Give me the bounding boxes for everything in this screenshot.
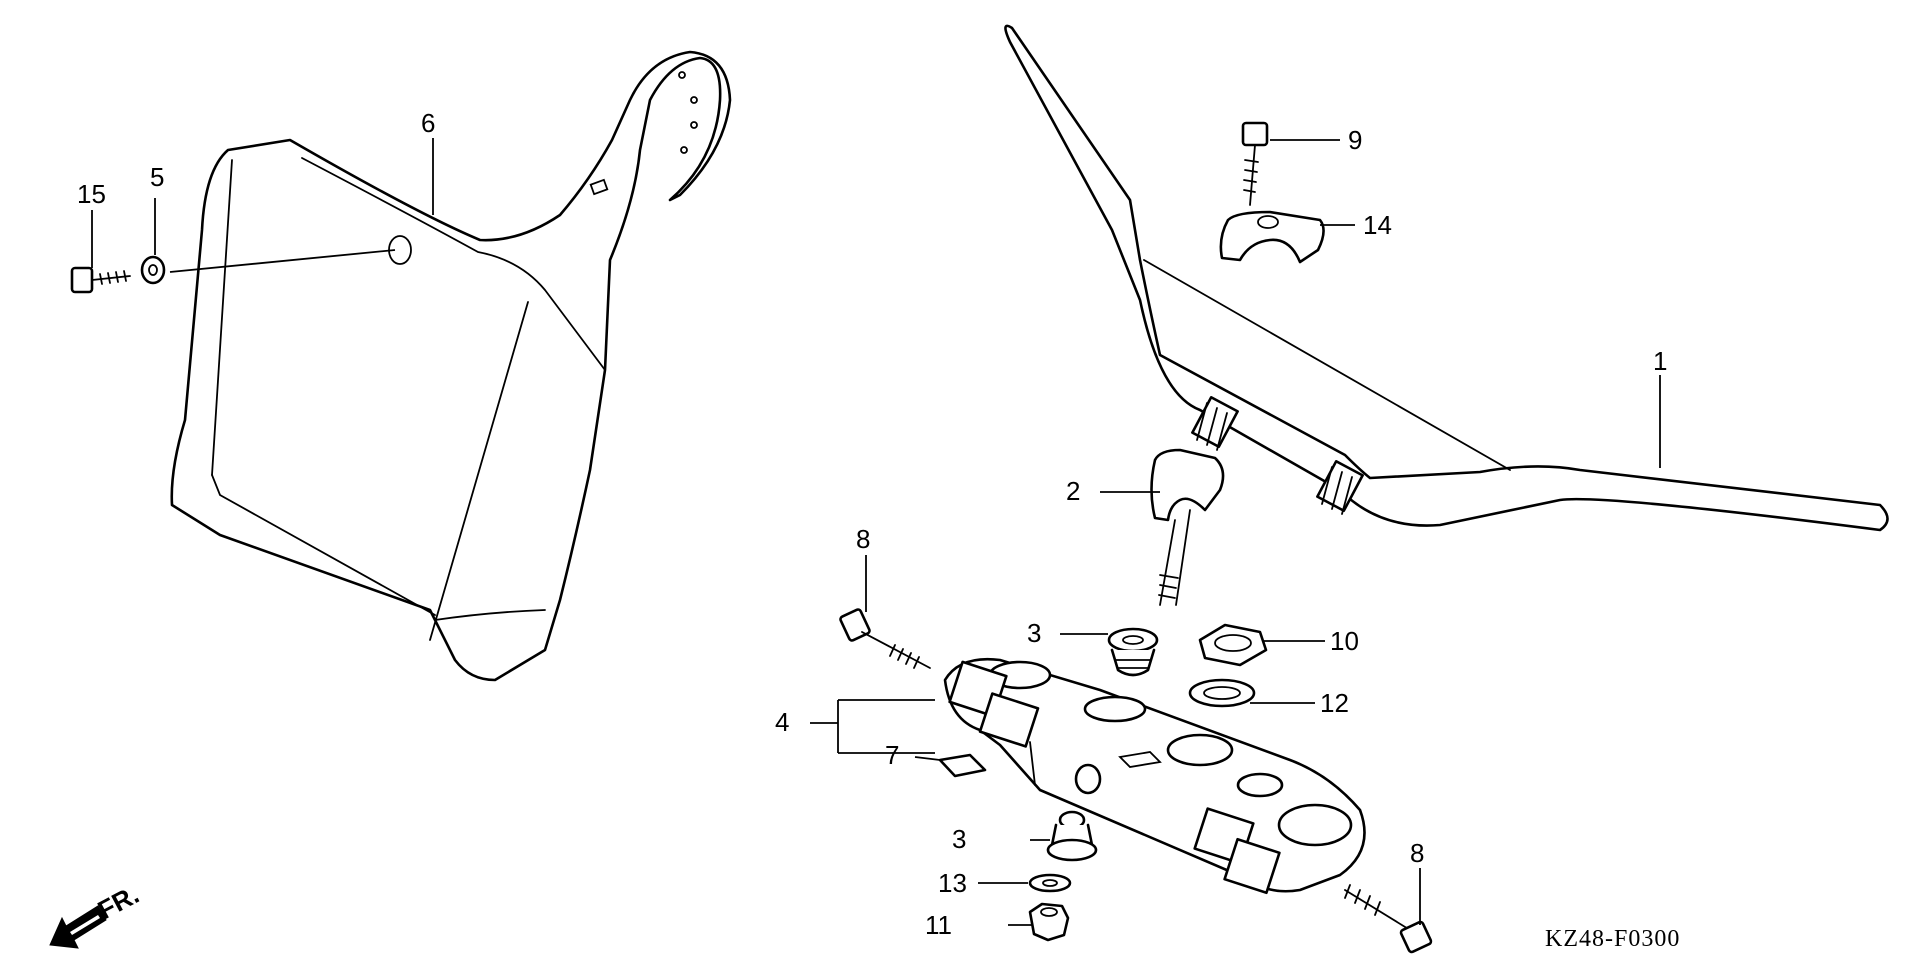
- callout-3-lower: 3: [952, 824, 966, 854]
- callout-1: 1: [1653, 346, 1667, 376]
- callout-labels: 1 2 3 3 4 5 6 7 8 8 9 10 11 12 13 14 15: [77, 108, 1667, 940]
- callout-15: 15: [77, 179, 106, 209]
- callout-7: 7: [885, 740, 899, 770]
- callout-11: 11: [925, 910, 952, 940]
- part-15-screw[interactable]: [70, 266, 131, 294]
- part-14-upper-holder[interactable]: [1219, 210, 1325, 264]
- part-3-upper-damper[interactable]: [1107, 627, 1159, 677]
- part-11-nut[interactable]: [1028, 902, 1070, 942]
- callout-12: 12: [1320, 688, 1349, 718]
- part-1-handlebar[interactable]: [1004, 24, 1889, 532]
- callout-2: 2: [1066, 476, 1080, 506]
- callout-14: 14: [1363, 210, 1392, 240]
- diagram-code: KZ48-F0300: [1545, 926, 1680, 952]
- front-arrow-icon: FR.: [49, 879, 144, 949]
- part-3-lower-damper[interactable]: [1046, 810, 1098, 862]
- part-5-grommet[interactable]: [140, 249, 396, 285]
- part-4-top-bridge[interactable]: [943, 657, 1366, 895]
- part-10-nut[interactable]: [1198, 623, 1268, 667]
- callout-5: 5: [150, 162, 164, 192]
- part-8-left-bolt[interactable]: [839, 608, 931, 669]
- callout-8-right: 8: [1410, 838, 1424, 868]
- callout-8-left: 8: [856, 524, 870, 554]
- callout-3-upper: 3: [1027, 618, 1041, 648]
- callout-9: 9: [1348, 125, 1362, 155]
- callout-4: 4: [775, 707, 789, 737]
- callout-13: 13: [938, 868, 967, 898]
- part-2-lower-holder[interactable]: [1150, 448, 1225, 606]
- leader-lines: [91, 138, 1661, 926]
- part-6-number-plate[interactable]: [170, 50, 732, 682]
- callout-10: 10: [1330, 626, 1359, 656]
- part-13-washer[interactable]: [1028, 873, 1072, 893]
- part-12-washer[interactable]: [1188, 678, 1256, 708]
- part-9-bolt[interactable]: [1241, 121, 1269, 206]
- part-7-plate[interactable]: [938, 753, 987, 778]
- callout-6: 6: [421, 108, 435, 138]
- part-8-right-bolt[interactable]: [1344, 884, 1433, 954]
